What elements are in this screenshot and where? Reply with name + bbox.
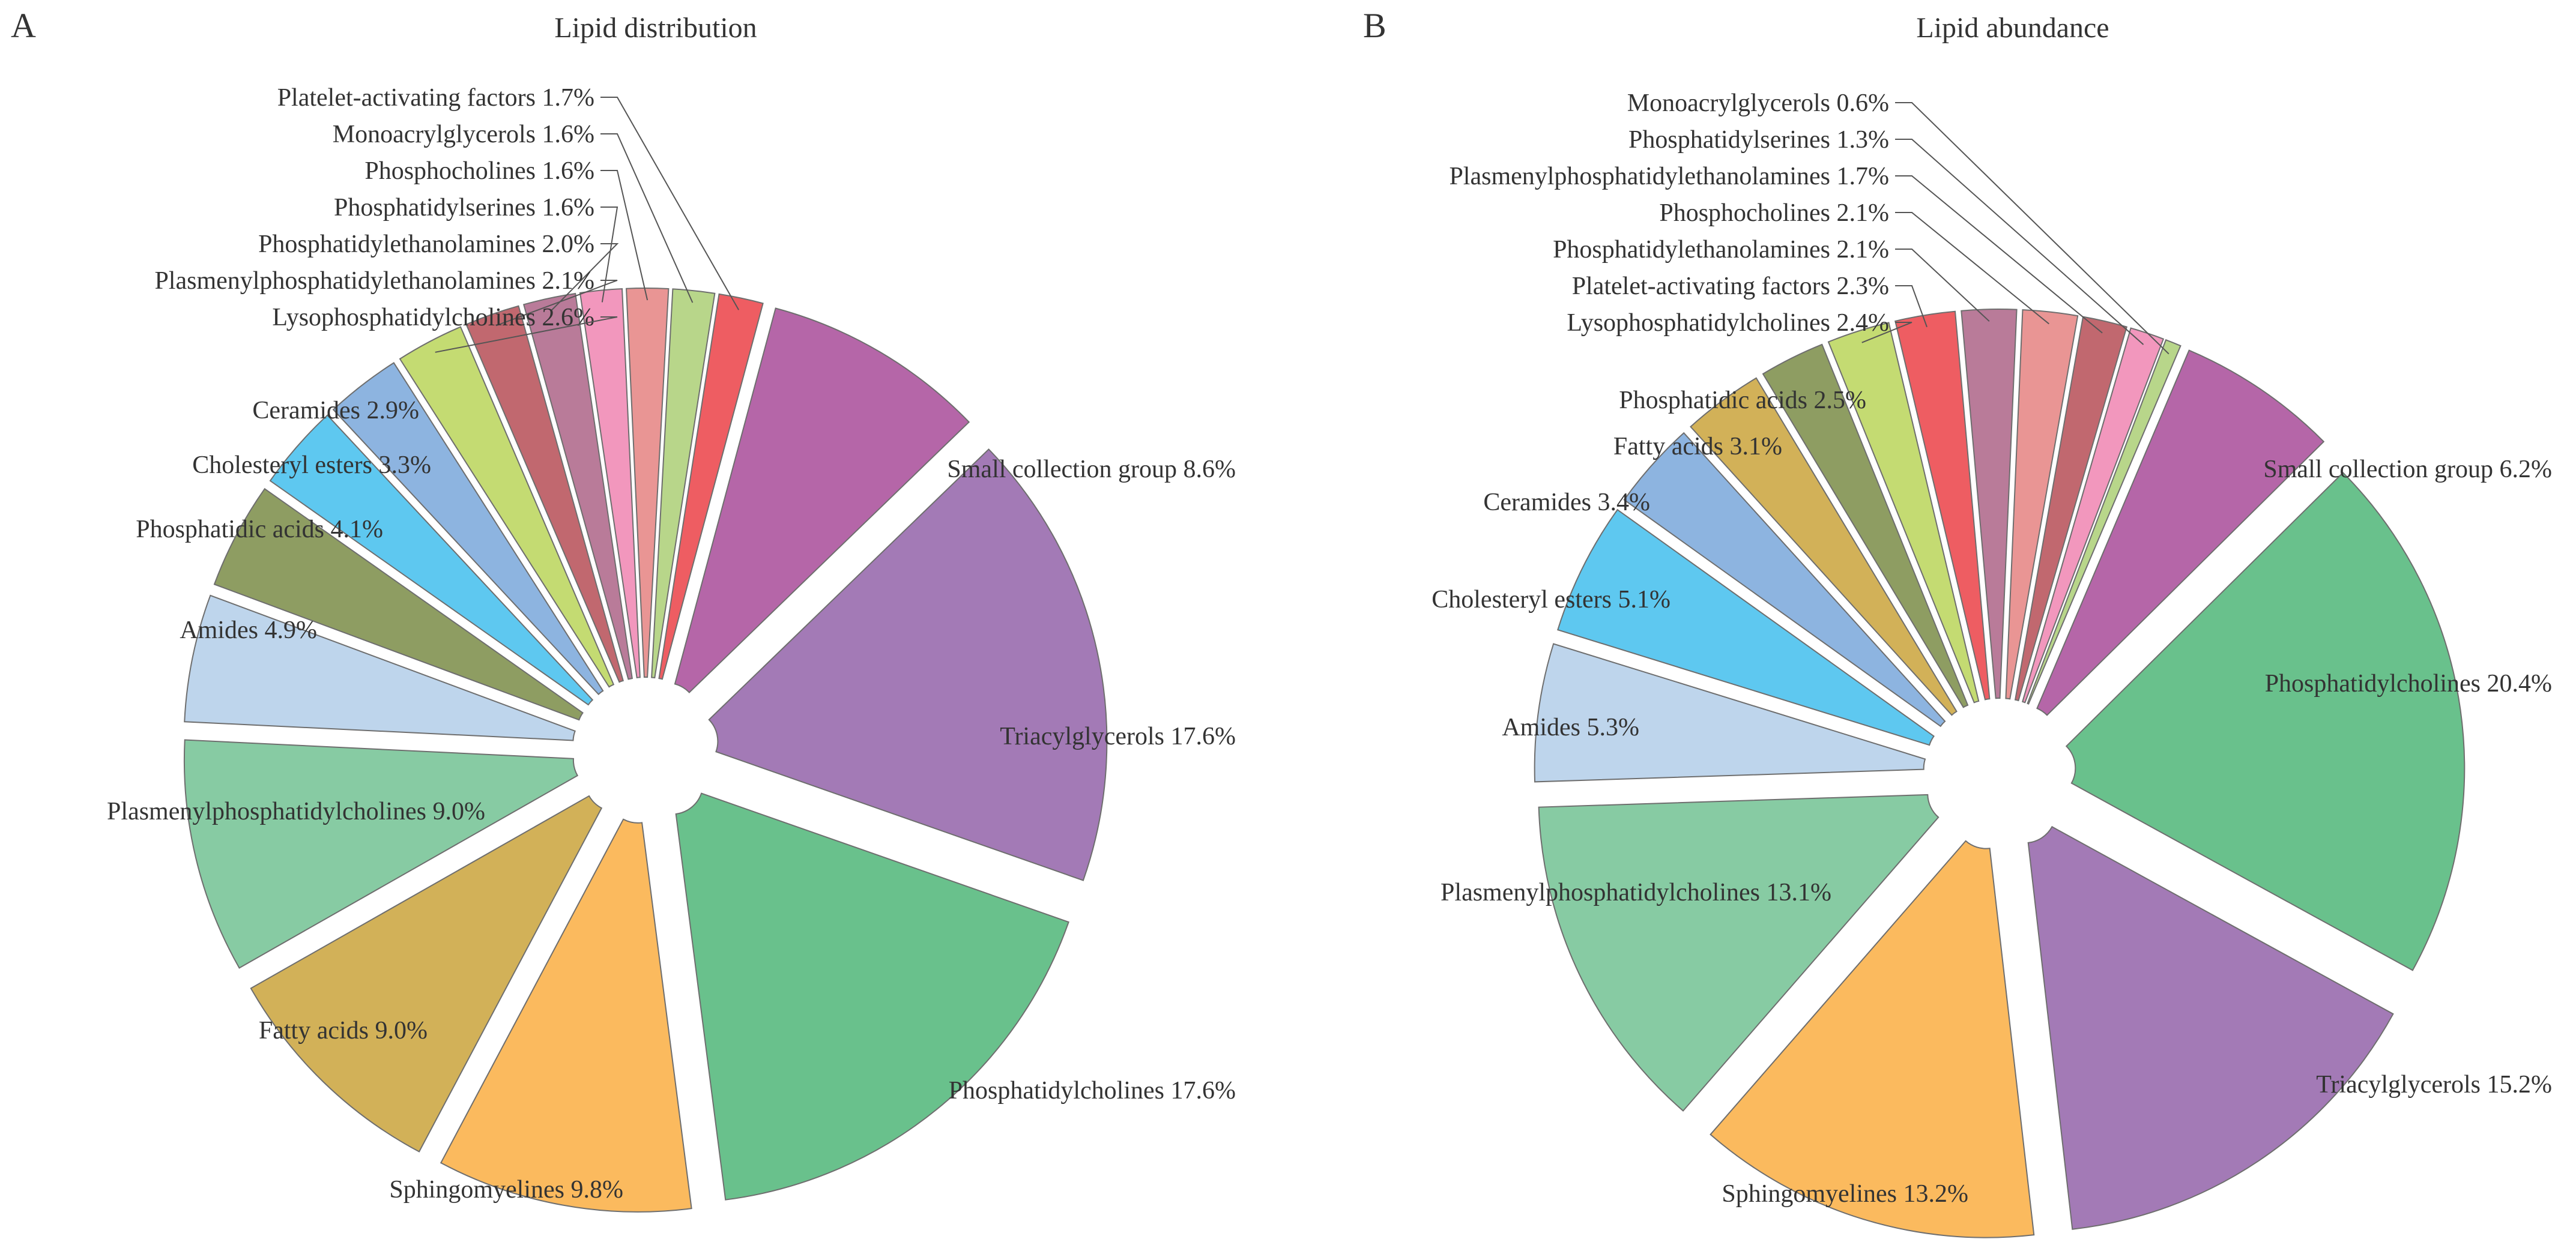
pie-a-label-amides: Amides 4.9%	[180, 616, 317, 644]
panel-a-letter: A	[11, 6, 36, 45]
pie-b-leader-plasmenylphosphatidylethanolamines	[1895, 175, 2103, 334]
panel-b-title: Lipid abundance	[1916, 12, 2109, 44]
pie-b-slice-plasmenylphosphatidylethanolamines	[2014, 316, 2128, 702]
pie-b-label-platelet-activating-factors: Platelet-activating factors 2.3%	[1572, 273, 1889, 300]
panel-b-letter: B	[1363, 6, 1386, 45]
pie-b-label-phosphatidic-acids: Phosphatidic acids 2.5%	[1619, 387, 1866, 414]
pie-b-slice-platelet-activating-factors	[1894, 310, 1991, 701]
pie-b-label-phosphatidylcholines: Phosphatidylcholines 20.4%	[2265, 670, 2552, 698]
pie-a-slice-ceramides	[332, 362, 604, 696]
pie-a-slice-plasmenylphosphatidylcholines	[183, 739, 579, 969]
pie-a-leader-phosphatidylserines	[600, 206, 618, 303]
pie-b-label-triacylglycerols: Triacylglycerols 15.2%	[2316, 1071, 2552, 1099]
pie-b-label-lysophosphatidylcholines: Lysophosphatidylcholines 2.4%	[1567, 309, 1889, 337]
pie-a-label-plasmenylphosphatidylethanolamines: Plasmenylphosphatidylethanolamines 2.1%	[154, 267, 594, 295]
pie-b-leader-phosphatidylserines	[1895, 139, 2144, 345]
pie-b-label-phosphatidylethanolamines: Phosphatidylethanolamines 2.1%	[1553, 236, 1889, 264]
pie-a-leader-platelet-activating-factors	[600, 97, 740, 310]
pie-b-slice-phosphocholines	[2005, 309, 2079, 700]
pie-b-slices	[1534, 309, 2466, 1238]
pie-b-label-sphingomyelines: Sphingomyelines 13.2%	[1722, 1180, 1968, 1208]
pie-b-slice-triacylglycerols	[2027, 825, 2394, 1230]
pie-b-slice-phosphatidylethanolamines	[1961, 309, 2018, 699]
pie-b-label-amides: Amides 5.3%	[1502, 714, 1639, 741]
pie-b-leader-platelet-activating-factors	[1895, 285, 1927, 328]
panel-b: B Lipid abundance Small collection group…	[1363, 6, 2552, 1238]
pie-b-label-ceramides: Ceramides 3.4%	[1483, 489, 1650, 516]
pie-a-label-small-collection-group: Small collection group 8.6%	[947, 456, 1236, 483]
pie-b-slice-phosphatidylcholines	[2065, 471, 2466, 971]
pie-b-slice-monoacrylglycerols	[2027, 339, 2181, 705]
pie-b-slice-plasmenylphosphatidylcholines	[1538, 794, 1940, 1112]
pie-b-slice-phosphatidylserines	[2022, 327, 2165, 704]
pie-a-label-ceramides: Ceramides 2.9%	[252, 397, 419, 424]
pie-a-slice-platelet-activating-factors	[658, 293, 764, 680]
pie-a-label-monoacrylglycerols: Monoacrylglycerols 1.6%	[333, 121, 594, 148]
pie-b-slice-lysophosphatidylcholines	[1827, 322, 1980, 704]
pie-a-slice-sphingomyelines	[440, 818, 692, 1213]
pie-b-slice-cholesteryl-esters	[1557, 508, 1935, 746]
pie-b-label-cholesteryl-esters: Cholesteryl esters 5.1%	[1432, 586, 1670, 613]
pie-a-slice-plasmenylphosphatidylethanolamines	[465, 305, 624, 683]
pie-a-slice-fatty-acids	[250, 795, 603, 1153]
pie-b-slice-sphingomyelines	[1710, 840, 2035, 1238]
pie-b-slice-small-collection-group	[2036, 349, 2325, 716]
pie-a-label-phosphatidic-acids: Phosphatidic acids 4.1%	[136, 516, 383, 543]
pie-b-label-monoacrylglycerols: Monoacrylglycerols 0.6%	[1627, 89, 1889, 117]
pie-a-leader-monoacrylglycerols	[600, 133, 694, 303]
pie-a-label-lysophosphatidylcholines: Lysophosphatidylcholines 2.6%	[272, 304, 594, 331]
pie-a-leader-phosphatidylethanolamines	[551, 243, 619, 311]
pie-b-leader-monoacrylglycerols	[1895, 102, 2169, 355]
pie-a-slice-triacylglycerols	[708, 448, 1108, 881]
pie-b-label-fatty-acids: Fatty acids 3.1%	[1613, 433, 1782, 460]
panel-a-title: Lipid distribution	[554, 12, 757, 44]
pie-a-labels: Small collection group 8.6% Triacylglycer…	[107, 84, 1236, 1204]
pie-a-slice-monoacrylglycerols	[651, 288, 716, 679]
pie-a-label-phosphatidylserines: Phosphatidylserines 1.6%	[334, 194, 594, 222]
pie-a-label-phosphocholines: Phosphocholines 1.6%	[364, 157, 594, 185]
pie-b-slice-amides	[1534, 643, 1926, 783]
pie-a-label-sphingomyelines: Sphingomyelines 9.8%	[389, 1176, 623, 1204]
pie-b-label-small-collection-group: Small collection group 6.2%	[2263, 456, 2552, 483]
pie-a-label-plasmenylphosphatidylcholines: Plasmenylphosphatidylcholines 9.0%	[107, 798, 485, 825]
pie-b-labels: Small collection group 6.2% Phosphatidylc…	[1432, 89, 2552, 1208]
pie-b-slice-fatty-acids	[1690, 377, 1958, 716]
pie-a-label-fatty-acids: Fatty acids 9.0%	[259, 1017, 428, 1045]
panel-a: A Lipid distribution Small collection gr…	[11, 6, 1236, 1213]
pie-a-label-triacylglycerols: Triacylglycerols 17.6%	[1000, 723, 1236, 750]
pie-a-slice-lysophosphatidylcholines	[399, 326, 615, 688]
pie-a-slice-phosphatidylethanolamines	[522, 292, 633, 680]
pie-b-label-plasmenylphosphatidylethanolamines: Plasmenylphosphatidylethanolamines 1.7%	[1449, 163, 1889, 190]
pie-b-leader-phosphocholines	[1895, 212, 2049, 325]
pie-b-slice-ceramides	[1623, 432, 1946, 728]
pie-b-leader-phosphatidylethanolamines	[1895, 249, 1990, 322]
pie-a-slice-phosphatidylcholines	[675, 792, 1069, 1201]
pie-a-slices	[183, 288, 1108, 1213]
pie-b-label-plasmenylphosphatidylcholines: Plasmenylphosphatidylcholines 13.1%	[1441, 879, 1831, 906]
pie-a-label-cholesteryl-esters: Cholesteryl esters 3.3%	[192, 451, 431, 479]
pie-a-leader-phosphocholines	[600, 170, 649, 301]
pie-a-slice-small-collection-group	[674, 307, 970, 693]
pie-b-label-phosphocholines: Phosphocholines 2.1%	[1659, 199, 1889, 227]
pie-a-label-platelet-activating-factors: Platelet-activating factors 1.7%	[277, 84, 594, 112]
pie-a-slice-phosphatidic-acids	[213, 487, 584, 721]
pie-b-leader-lysophosphatidylcholines	[1861, 322, 1912, 343]
pie-a-label-phosphatidylethanolamines: Phosphatidylethanolamines 2.0%	[258, 231, 594, 258]
pie-a-slice-cholesteryl-esters	[269, 414, 594, 706]
pie-a-leader-plasmenylphosphatidylethanolamines	[495, 280, 618, 327]
pie-a-label-phosphatidylcholines: Phosphatidylcholines 17.6%	[949, 1077, 1236, 1105]
pie-b-slice-phosphatidic-acids	[1762, 343, 1969, 708]
pie-a-slice-phosphocholines	[626, 288, 670, 678]
pie-a-leader-lysophosphatidylcholines	[435, 316, 618, 353]
pie-a-slice-amides	[184, 594, 576, 741]
pie-b-label-phosphatidylserines: Phosphatidylserines 1.3%	[1628, 126, 1889, 154]
